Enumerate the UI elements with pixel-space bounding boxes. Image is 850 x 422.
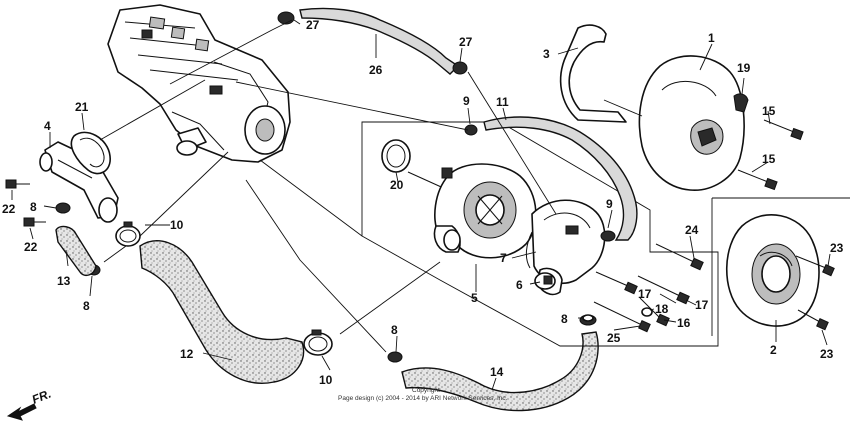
clip-27a	[277, 11, 295, 25]
callout-27a: 27	[306, 18, 320, 32]
callout-20: 20	[390, 178, 404, 192]
callout-16: 16	[677, 316, 691, 330]
callout-22b: 22	[24, 240, 38, 254]
callout-labels: 1 2 3 4 5 6 7 8 8 8 8 9 9 10 10 11 12 13…	[2, 18, 844, 387]
callout-9b: 9	[606, 197, 613, 211]
callout-24: 24	[685, 223, 699, 237]
callout-19: 19	[737, 61, 751, 75]
pump-cover-1	[638, 55, 745, 191]
bolt-17b	[637, 275, 690, 305]
callout-26: 26	[369, 63, 383, 77]
clip-9b	[600, 230, 616, 242]
clip-27b	[452, 61, 468, 75]
callout-15b: 15	[762, 152, 776, 166]
front-direction-label: FR.	[30, 387, 53, 407]
callout-2: 2	[770, 343, 777, 357]
callout-25: 25	[607, 331, 621, 345]
bolt-23b	[797, 309, 829, 331]
copyright-line-2: Page design (c) 2004 - 2014 by ARI Netwo…	[338, 395, 508, 402]
copyright-notice: Copyright Page design (c) 2004 - 2014 by…	[338, 387, 508, 402]
bolt-24	[655, 243, 704, 271]
bypass-hose-11	[483, 116, 638, 241]
bolt-22b	[23, 217, 46, 227]
hose-clip-8c	[387, 351, 403, 363]
copyright-line-1: Copyright	[412, 387, 440, 394]
callout-13: 13	[57, 274, 71, 288]
leader-lines	[11, 19, 831, 391]
front-arrow-icon	[6, 403, 37, 421]
callout-10b: 10	[319, 373, 333, 387]
bolt-23a	[795, 255, 835, 277]
o-ring-20	[381, 139, 411, 173]
bolt-22a	[5, 179, 30, 189]
hose-clamp-10b	[303, 329, 333, 356]
bracket-3	[559, 24, 627, 123]
washer-18	[641, 307, 653, 317]
pump-assembly-outline	[361, 121, 719, 347]
callout-27b: 27	[459, 35, 473, 49]
hose-clip-8a	[55, 202, 71, 214]
callout-11: 11	[496, 95, 509, 109]
callout-21: 21	[75, 100, 89, 114]
callout-5: 5	[471, 291, 478, 305]
callout-10a: 10	[170, 218, 184, 232]
inlet-pipe	[39, 141, 119, 223]
outer-cover-2	[711, 197, 850, 336]
bolt-15a	[763, 119, 804, 141]
callout-9a: 9	[463, 94, 470, 108]
callout-18: 18	[655, 302, 669, 316]
callout-17a: 17	[638, 287, 652, 301]
bolt-16	[639, 297, 670, 327]
callout-17b: 17	[695, 298, 709, 312]
water-pump-5	[407, 163, 537, 259]
callout-22a: 22	[2, 202, 16, 216]
callout-1: 1	[708, 31, 715, 45]
callout-7: 7	[500, 251, 507, 265]
callout-8c: 8	[391, 323, 398, 337]
bolt-15b	[737, 169, 778, 191]
callout-8b: 8	[83, 299, 90, 313]
front-direction-indicator: FR.	[6, 387, 53, 421]
hose-clamp-10a	[115, 221, 141, 247]
clip-9a	[464, 124, 478, 136]
bolt-6	[543, 275, 553, 285]
callout-23a: 23	[830, 241, 844, 255]
callout-15a: 15	[762, 104, 776, 118]
pump-cover-7	[525, 199, 606, 296]
bolt-25	[593, 301, 651, 333]
o-ring-21	[70, 131, 111, 175]
callout-3: 3	[543, 47, 550, 61]
bolt-17a	[595, 271, 638, 295]
callout-6: 6	[516, 278, 523, 292]
long-hose-14	[401, 331, 599, 412]
callout-23b: 23	[820, 347, 834, 361]
callout-14: 14	[490, 365, 504, 379]
callout-8a: 8	[30, 200, 37, 214]
short-hose-13	[55, 225, 97, 277]
clip-19	[733, 93, 749, 113]
callout-8d: 8	[561, 312, 568, 326]
large-hose-12	[139, 240, 305, 384]
callout-12: 12	[180, 347, 194, 361]
hose-clip-8d	[579, 314, 597, 326]
callout-4: 4	[44, 119, 51, 133]
